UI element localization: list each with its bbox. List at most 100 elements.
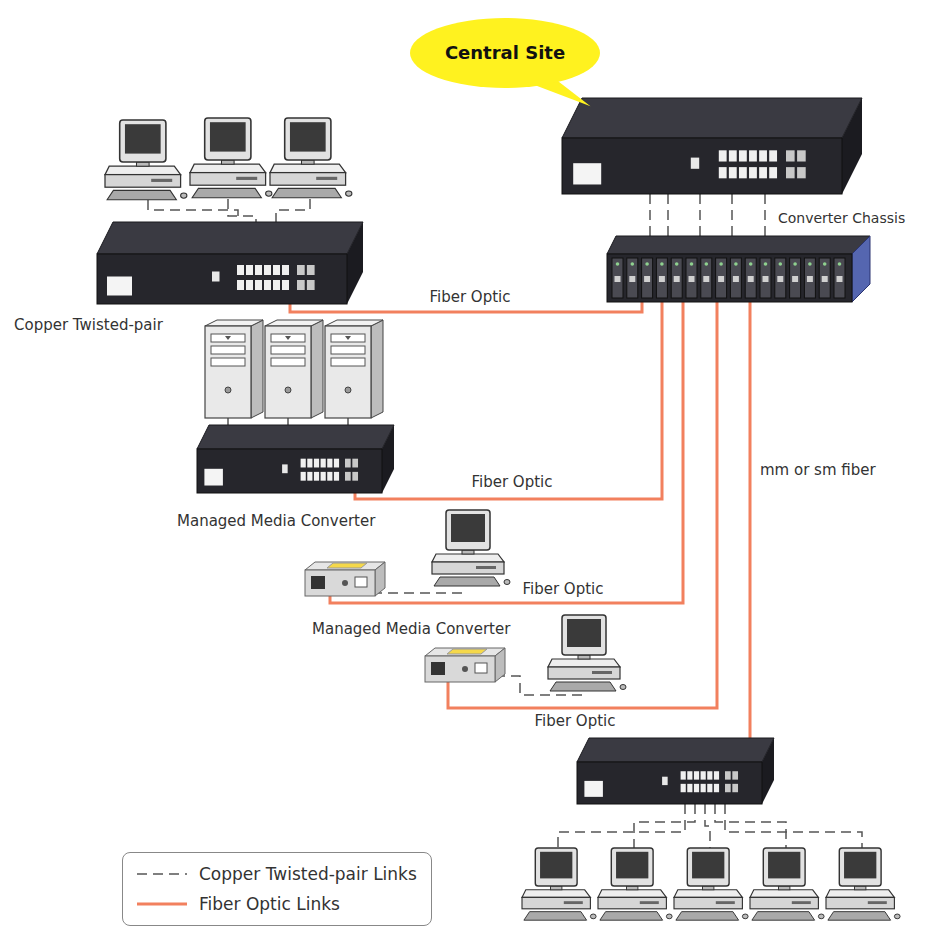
server-tower: [265, 320, 323, 418]
mouse: [346, 191, 352, 196]
converter-slot: [745, 258, 756, 298]
copper-link: [558, 804, 685, 848]
tower-front: [205, 326, 251, 418]
legend-sample: [137, 898, 187, 910]
converter-chassis-icon: [607, 236, 870, 302]
tower-front: [265, 326, 311, 418]
console-port: [691, 158, 699, 169]
bay-arrow: [225, 336, 231, 340]
mouse: [666, 914, 672, 919]
switch-side: [842, 98, 862, 194]
converter-slot: [716, 258, 727, 298]
ethernet-port: [681, 771, 686, 779]
sfp-port: [725, 784, 731, 792]
keyboard: [550, 682, 616, 691]
computer-case-top: [750, 890, 818, 898]
power-button: [285, 387, 291, 393]
server-tower: [205, 320, 263, 418]
computer-case: [270, 173, 346, 186]
slot-port: [777, 276, 783, 282]
keyboard: [752, 912, 815, 921]
computer-case-top: [190, 164, 266, 172]
ethernet-port: [719, 167, 727, 178]
sfp-port: [307, 265, 315, 275]
converter-side: [375, 562, 385, 596]
mouse: [181, 193, 187, 198]
copper-link: [649, 194, 651, 242]
ethernet-port: [255, 280, 262, 290]
sfp-port: [797, 167, 806, 178]
computer-case-top: [826, 890, 894, 898]
ethernet-port: [282, 265, 289, 275]
ethernet-port: [321, 472, 326, 481]
console-port: [282, 464, 288, 473]
monitor: [763, 848, 805, 886]
ethernet-port: [714, 784, 719, 792]
monitor: [446, 510, 490, 550]
computer-icon: [598, 848, 672, 920]
monitor-screen: [692, 852, 724, 879]
drive-bay: [331, 334, 365, 342]
converter-front: [305, 570, 375, 596]
link-label: mm or sm fiber: [758, 461, 878, 479]
bay-arrow: [345, 336, 351, 340]
switch-front: [197, 449, 382, 493]
ethernet-port: [334, 472, 339, 481]
slot-port: [733, 276, 739, 282]
monitor-screen: [125, 124, 161, 153]
keyboard: [272, 188, 341, 197]
copper-link: [634, 804, 695, 848]
ethernet-port: [321, 459, 326, 468]
ethernet-port: [273, 265, 280, 275]
drive-slot: [716, 901, 735, 904]
fiber-link: [355, 300, 662, 499]
switch-top: [562, 98, 862, 138]
converter-slot: [701, 258, 712, 298]
converter-side: [495, 648, 505, 682]
mouse: [742, 914, 748, 919]
drive-bay: [211, 358, 245, 366]
ethernet-port: [282, 280, 289, 290]
slot-led: [764, 262, 768, 266]
sfp-port: [786, 150, 795, 161]
ethernet-port: [273, 280, 280, 290]
legend-item: Fiber Optic Links: [137, 889, 417, 919]
monitor: [285, 118, 331, 160]
computer-case: [826, 897, 894, 908]
keyboard: [107, 190, 176, 199]
converter-slot: [760, 258, 771, 298]
ethernet-port: [237, 280, 244, 290]
sfp-port: [297, 280, 305, 290]
ethernet-port: [681, 784, 686, 792]
switch-side: [382, 425, 394, 493]
ethernet-port: [301, 459, 306, 468]
switch-badge: [107, 277, 132, 296]
chassis-top: [607, 236, 870, 254]
ethernet-port: [327, 459, 332, 468]
switch-top: [97, 222, 363, 254]
mouse: [266, 191, 272, 196]
copper-link: [705, 804, 710, 848]
ethernet-port: [729, 150, 737, 161]
converter-slot: [790, 258, 801, 298]
computer-case: [750, 897, 818, 908]
ethernet-port: [314, 472, 319, 481]
link-label: Fiber Optic: [469, 473, 554, 491]
converter-slot: [819, 258, 830, 298]
computer-case: [522, 897, 590, 908]
drive-slot: [151, 179, 172, 182]
ethernet-port: [759, 150, 767, 161]
computer-case-top: [432, 554, 504, 562]
slot-led: [719, 262, 723, 266]
ethernet-port: [749, 167, 757, 178]
monitor: [535, 848, 577, 886]
computer-case: [598, 897, 666, 908]
device-label: Managed Media Converter: [175, 512, 377, 530]
computer-icon: [522, 848, 596, 920]
mouse: [590, 914, 596, 919]
ethernet-port: [739, 167, 747, 178]
computer-case: [674, 897, 742, 908]
slot-port: [822, 276, 828, 282]
ethernet-port: [701, 771, 706, 779]
monitor-screen: [844, 852, 876, 879]
